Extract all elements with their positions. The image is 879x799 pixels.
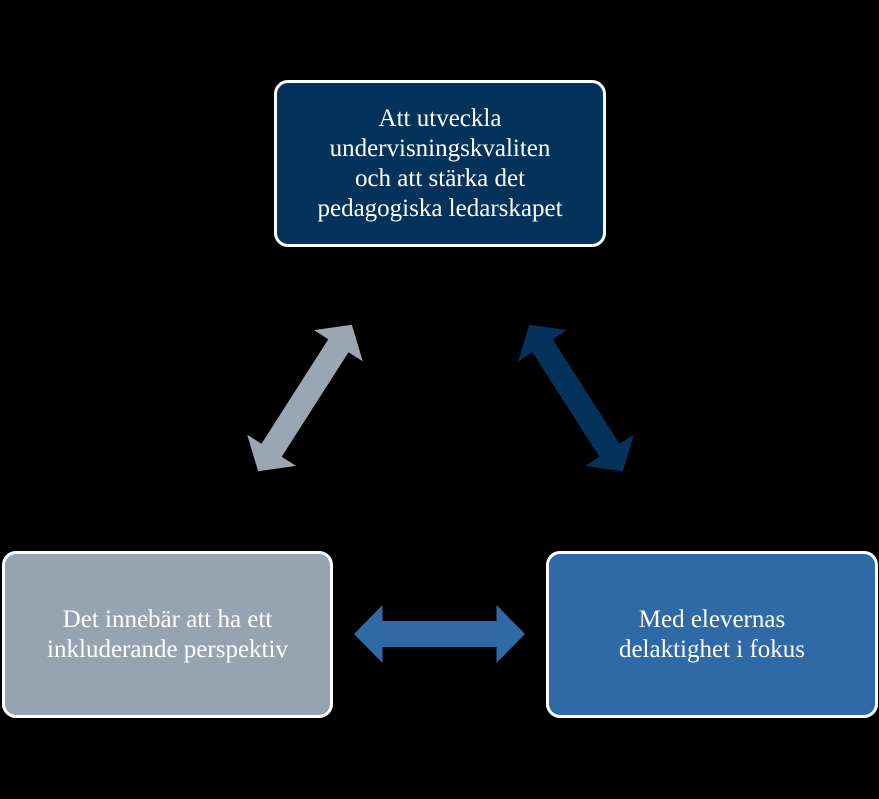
node-top-line-1: Att utveckla <box>378 104 502 132</box>
arrow-left-right-shape <box>354 605 525 663</box>
node-top-text: Att utveckla undervisningskvaliten och a… <box>317 104 562 224</box>
node-top-line-2: undervisningskvaliten <box>329 134 551 162</box>
double-arrow-icon-left-right <box>354 605 525 663</box>
node-elevernas-delaktighet: Med elevernas delaktighet i fokus <box>546 551 878 718</box>
node-left-text: Det innebär att ha ett inkluderande pers… <box>47 605 288 665</box>
node-left-line-2: inkluderande perspektiv <box>47 635 288 663</box>
node-top-line-3: och att stärka det <box>354 164 526 192</box>
double-arrow-icon-top-right <box>518 324 634 472</box>
arrow-left-top-shape <box>247 324 363 472</box>
arrow-top-right-shape <box>518 324 634 472</box>
node-right-text: Med elevernas delaktighet i fokus <box>619 605 805 665</box>
node-inkluderande-perspektiv: Det innebär att ha ett inkluderande pers… <box>2 551 333 718</box>
node-right-line-1: Med elevernas <box>638 605 786 633</box>
node-right-line-2: delaktighet i fokus <box>618 635 806 663</box>
node-undervisningskvalitet: Att utveckla undervisningskvaliten och a… <box>274 80 606 247</box>
node-top-line-4: pedagogiska ledarskapet <box>317 194 563 222</box>
double-arrow-icon-left-top <box>247 324 363 472</box>
node-left-line-1: Det innebär att ha ett <box>62 605 273 633</box>
